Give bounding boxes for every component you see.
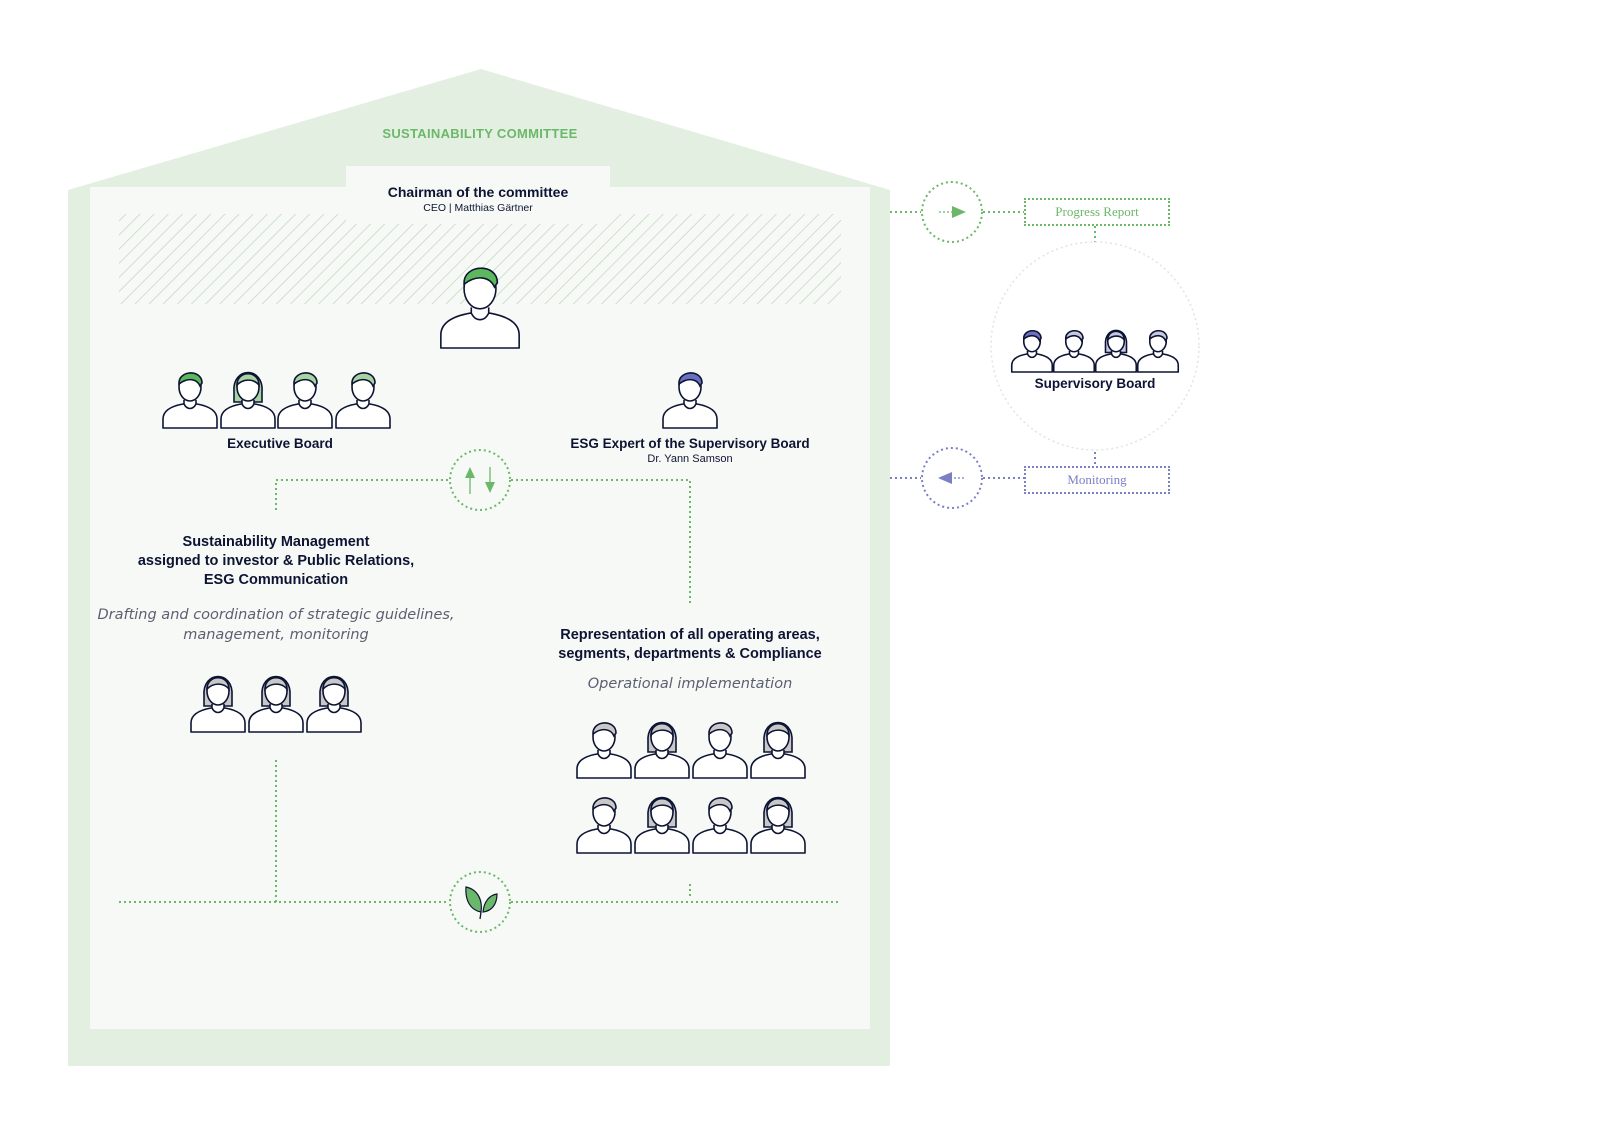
monitoring-arrow-icon [921, 447, 983, 509]
progress-report-tag: Progress Report [1024, 198, 1170, 226]
leaf-icon [449, 871, 511, 933]
supervisory-board-label: Supervisory Board [1034, 376, 1156, 391]
sustainability-management-line-1: Sustainability Management [182, 534, 370, 550]
operating-areas-line-1: Representation of all operating areas, [560, 627, 820, 643]
supervisory-board-person-2-icon [1052, 329, 1096, 373]
sustainability-management-person-3-icon [306, 675, 362, 733]
monitoring-connector-lines [890, 452, 1096, 479]
operating-areas-desc: Operational implementation [587, 676, 793, 692]
sustainability-management-person-1-icon [190, 675, 246, 733]
committee-title: SUSTAINABILITY COMMITTEE [382, 126, 578, 141]
progress-report-arrow-icon [921, 181, 983, 243]
esg-expert-title: ESG Expert of the Supervisory Board [570, 436, 810, 451]
operating-areas-person-row2-3-icon [692, 797, 748, 854]
chairman-person-icon [440, 267, 520, 349]
supervisory-board-person-3-icon [1094, 329, 1138, 373]
sustainability-management-desc-line-1: Drafting and coordination of strategic g… [97, 607, 455, 623]
operating-areas-person-row1-1-icon [576, 722, 632, 779]
operating-areas-person-row1-3-icon [692, 722, 748, 779]
executive-board-person-2-icon [220, 371, 276, 429]
people-figures [162, 267, 1180, 854]
supervisory-board-person-1-icon [1010, 329, 1054, 373]
sustainability-management-line-2: assigned to investor & Public Relations, [137, 553, 415, 569]
operating-areas-person-row2-1-icon [576, 797, 632, 854]
operating-areas-person-row2-4-icon [750, 796, 806, 854]
operating-areas-person-row1-2-icon [634, 721, 690, 779]
operating-areas-person-row1-4-icon [750, 721, 806, 779]
executive-board-label: Executive Board [227, 436, 333, 451]
monitoring-tag: Monitoring [1024, 466, 1170, 494]
executive-board-person-3-icon [277, 372, 333, 429]
sustainability-management-desc-line-2: management, monitoring [183, 627, 369, 643]
exchange-arrows-icon [449, 449, 511, 511]
connector-lines [119, 211, 1096, 903]
supervisory-board-person-4-icon [1136, 329, 1180, 373]
supervisory-board-circle [990, 241, 1200, 451]
chairman-box [346, 166, 610, 224]
chairman-subtitle: CEO | Matthias Gärtner [423, 202, 533, 214]
sustainability-management-line-3: ESG Communication [203, 572, 349, 588]
operating-areas-line-2: segments, departments & Compliance [558, 646, 822, 662]
executive-board-person-1-icon [162, 372, 218, 429]
esg-expert-name: Dr. Yann Samson [647, 453, 733, 465]
operating-areas-person-row2-2-icon [634, 796, 690, 854]
executive-board-person-4-icon [335, 372, 391, 429]
sustainability-management-person-2-icon [248, 675, 304, 733]
esg-expert-person-icon [662, 372, 718, 429]
chairman-title: Chairman of the committee [387, 184, 569, 200]
